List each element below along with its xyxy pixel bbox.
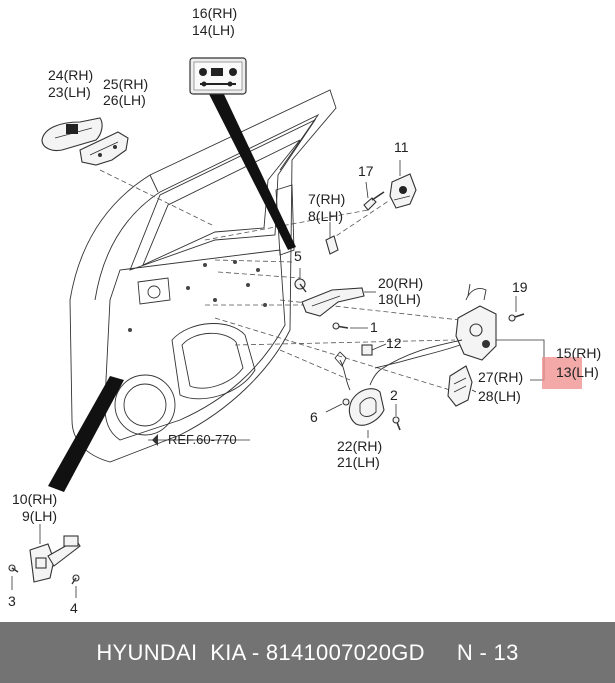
part-20-18-bracket [301,287,365,317]
part-2-screw [392,416,401,431]
label-1: 1 [370,319,378,335]
part-15-13-door-latch [455,283,497,361]
label-13-lh: 13(LH) [556,364,599,380]
label-10-rh: 10(RH) [12,491,57,507]
label-14-lh: 14(LH) [192,22,235,38]
part-number-caption: HYUNDAI KIA - 8141007020GD N - 13 [96,639,519,665]
pointer-band-bottom [48,376,124,492]
label-12: 12 [386,335,402,351]
part-19-bolt [508,313,525,322]
label-2: 2 [390,387,398,403]
part-10-9-door-checker [29,535,81,583]
part-17-screw [363,191,385,211]
label-22-rh: 22(RH) [337,438,382,454]
label-5: 5 [294,248,302,264]
label-ref: REF.60-770 [168,432,237,447]
label-19: 19 [512,279,528,295]
part-27-28-actuator [447,365,473,407]
footer-bar: HYUNDAI KIA - 8141007020GD N - 13 [0,622,615,683]
part-11-striker [389,173,417,209]
parts-diagram: 16(RH) 14(LH) 24(RH) 23(LH) 25(RH) 26(LH… [8,5,601,616]
part-3-bolt [8,564,19,573]
label-7-rh: 7(RH) [308,191,345,207]
label-28-lh: 28(LH) [478,388,521,404]
label-24-rh: 24(RH) [48,67,93,83]
label-18-lh: 18(LH) [378,291,421,307]
part-12-clip [361,344,373,356]
part-22-21-inside-handle [348,388,385,426]
label-26-lh: 26(LH) [103,92,146,108]
label-16-rh: 16(RH) [192,5,237,21]
highlight-box [542,357,582,389]
latch-cables [369,339,463,386]
label-20-rh: 20(RH) [378,275,423,291]
part-24-23-outside-handle [41,117,103,152]
part-4-bolt [71,574,80,585]
label-8-lh: 8(LH) [308,208,343,224]
label-leader-lines [11,160,545,598]
part-16-14-latch-box [189,57,247,95]
part-7-8-clip [325,235,339,255]
label-23-lh: 23(LH) [48,84,91,100]
label-17: 17 [358,163,374,179]
label-3: 3 [8,593,16,609]
inside-rod [334,351,351,391]
pointer-band-top [208,88,296,250]
part-1-screw [332,322,349,330]
part-5-bolt [294,278,307,293]
label-15-rh: 15(RH) [556,345,601,361]
label-21-lh: 21(LH) [337,454,380,470]
part-6-screw [342,398,350,406]
part-25-26-handle-bracket [79,131,129,166]
label-11: 11 [394,139,409,155]
label-27-rh: 27(RH) [478,369,523,385]
door-panel [69,89,337,463]
part-labels: 16(RH) 14(LH) 24(RH) 23(LH) 25(RH) 26(LH… [8,5,601,616]
label-6: 6 [310,409,318,425]
label-4: 4 [70,600,78,616]
label-25-rh: 25(RH) [103,76,148,92]
assembly-dashed-lines [99,169,461,391]
label-9-lh: 9(LH) [22,508,57,524]
